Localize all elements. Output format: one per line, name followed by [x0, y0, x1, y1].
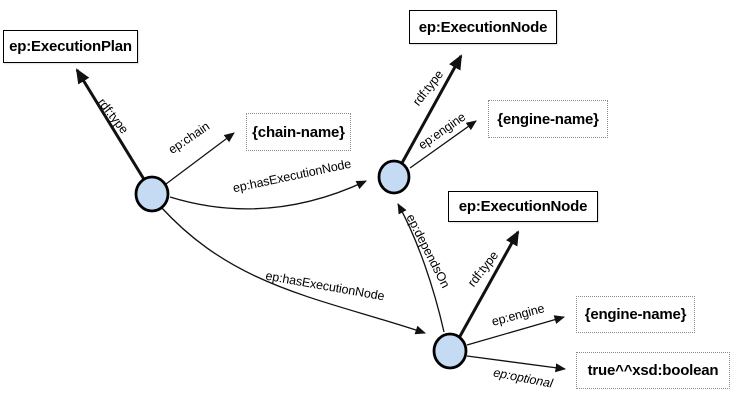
class-box-label: ep:ExecutionNode: [418, 18, 548, 36]
literal-box-chain-name: {chain-name}: [246, 113, 351, 151]
literal-box-label: {chain-name}: [252, 123, 345, 141]
literal-box-label: {engine-name}: [584, 306, 687, 323]
class-box-execution-plan: ep:ExecutionPlan: [3, 30, 138, 63]
edge-ep-engine-bottom: [466, 315, 565, 346]
class-box-label: ep:ExecutionPlan: [9, 38, 132, 55]
class-box-execution-node-mid: ep:ExecutionNode: [448, 191, 598, 222]
literal-box-boolean: true^^xsd:boolean: [576, 352, 730, 389]
edge-ep-chain: [165, 132, 235, 185]
class-box-label: ep:ExecutionNode: [458, 198, 588, 215]
edge-rdf-type-plan: [75, 68, 147, 182]
blank-node-execution-2: [432, 332, 468, 370]
edge-ep-engine-top: [409, 120, 477, 169]
blank-node-execution-1: [377, 159, 411, 195]
class-box-execution-node-top: ep:ExecutionNode: [409, 10, 557, 44]
literal-box-engine-name-top: {engine-name}: [488, 100, 608, 138]
literal-box-label: true^^xsd:boolean: [587, 362, 719, 379]
edge-ep-depends-on: [397, 203, 445, 333]
blank-node-plan: [134, 175, 170, 213]
literal-box-label: {engine-name}: [497, 110, 599, 128]
edge-has-execution-node-top: [169, 180, 367, 210]
edge-ep-optional: [466, 355, 566, 373]
edge-has-execution-node-bottom: [160, 206, 426, 335]
literal-box-engine-name-bottom: {engine-name}: [576, 296, 695, 333]
edge-rdf-type-node-top: [400, 54, 463, 164]
edge-rdf-type-node-mid: [457, 230, 520, 339]
